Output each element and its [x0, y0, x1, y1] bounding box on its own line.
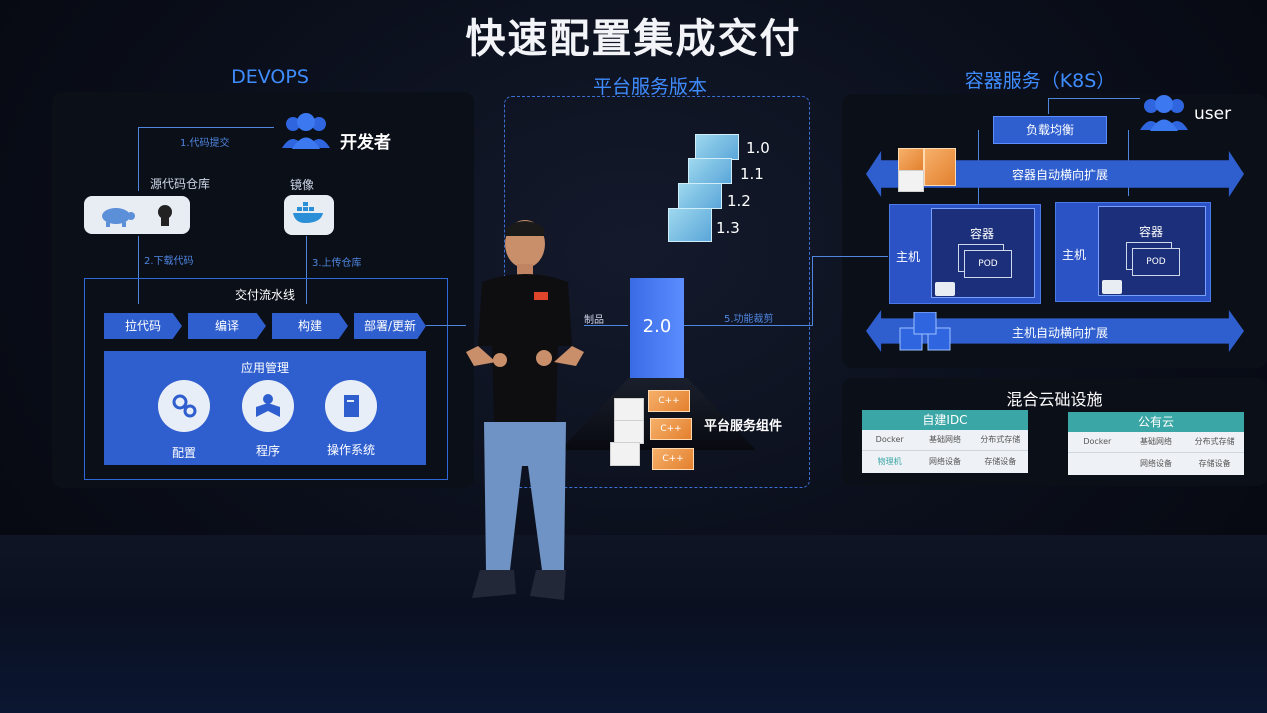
package-box	[924, 148, 956, 186]
step3-label: 3.上传仓库	[312, 258, 362, 269]
container-label: 容器	[969, 227, 994, 241]
document-icon	[325, 380, 377, 432]
connector-line	[426, 325, 466, 326]
main-version-block	[630, 278, 684, 378]
load-balancer-box: 负载均衡	[993, 116, 1107, 144]
connector-line	[138, 236, 139, 304]
pipeline-title: 交付流水线	[234, 288, 295, 302]
table-cell: 分布式存储	[1194, 437, 1235, 446]
table-cell: 存储设备	[984, 457, 1017, 466]
main-version-label: 2.0	[642, 316, 672, 337]
step5-label: 5.功能裁剪	[724, 314, 774, 325]
stage-floor	[0, 535, 1267, 713]
docker-icon	[935, 282, 955, 296]
developer-label: 开发者	[340, 133, 391, 153]
container-label: 容器	[1138, 225, 1163, 239]
table-cell: 网络设备	[1140, 459, 1172, 468]
connector-line	[812, 256, 888, 257]
reader-icon	[242, 380, 294, 432]
connector-line	[138, 127, 139, 191]
app-config-label: 配置	[171, 446, 196, 460]
table-cell: 存储设备	[1198, 459, 1231, 468]
table-cell: 基础网络	[1140, 437, 1172, 446]
stage-deploy: 部署/更新	[354, 313, 426, 339]
host-label: 主机	[896, 250, 921, 264]
version-cube	[688, 158, 732, 184]
step2-label: 2.下载代码	[144, 256, 194, 267]
presenter-figure	[460, 216, 590, 606]
user-icon	[1136, 94, 1192, 136]
java-box	[610, 442, 640, 466]
app-management-title: 应用管理	[240, 361, 289, 375]
version-label: 1.0	[746, 139, 770, 157]
container-scale-label: 容器自动横向扩展	[1011, 168, 1108, 182]
table-cell: Docker	[875, 435, 904, 444]
table-row: Docker 基础网络 分布式存储	[862, 430, 1028, 450]
connector-line	[1048, 98, 1049, 114]
gears-icon	[158, 380, 210, 432]
table-cell: 网络设备	[928, 457, 961, 466]
table-cell	[1068, 453, 1127, 475]
step1-label: 1.代码提交	[180, 138, 230, 149]
public-cloud-table: 公有云 Docker 基础网络 分布式存储 网络设备 存储设备	[1068, 412, 1244, 475]
components-label: 平台服务组件	[704, 419, 783, 434]
devops-title: DEVOPS	[231, 66, 309, 88]
version-label: 1.2	[727, 192, 751, 210]
platform-title: 平台服务版本	[592, 76, 707, 98]
version-label: 1.1	[740, 165, 764, 183]
stage-pull-code: 拉代码	[104, 313, 182, 339]
java-box	[614, 420, 644, 444]
table-cell: 基础网络	[928, 435, 961, 444]
repo-label: 源代码仓库	[150, 177, 211, 191]
developer-icon	[278, 112, 334, 154]
server-cubes-icon	[898, 311, 956, 352]
host-scale-label: 主机自动横向扩展	[1011, 326, 1108, 340]
page-title: 快速配置集成交付	[465, 16, 802, 62]
pod-label: POD	[1132, 248, 1180, 276]
app-os-label: 操作系统	[326, 443, 375, 457]
version-cube	[668, 208, 712, 242]
cpp-box: C++	[650, 418, 692, 440]
k8s-title: 容器服务（K8S）	[964, 70, 1116, 92]
cpp-box: C++	[652, 448, 694, 470]
version-cube	[678, 183, 722, 209]
pipeline-box	[84, 278, 448, 480]
hybrid-title: 混合云础设施	[1006, 390, 1103, 409]
table-cell: Docker	[1083, 437, 1112, 446]
package-box	[898, 148, 924, 172]
connector-line	[812, 256, 813, 326]
pod-label: POD	[964, 250, 1012, 278]
connector-line	[306, 236, 307, 304]
app-program-label: 程序	[255, 444, 280, 458]
public-cloud-name: 公有云	[1068, 412, 1244, 432]
java-box	[614, 398, 644, 422]
user-label: user	[1194, 104, 1232, 124]
mirror-label: 镜像	[290, 178, 315, 192]
docker-icon	[1102, 280, 1122, 294]
github-icon	[158, 205, 172, 226]
host-label: 主机	[1062, 248, 1087, 262]
connector-line	[1048, 98, 1140, 99]
stage-build: 构建	[272, 313, 348, 339]
docker-card	[284, 195, 334, 235]
version-cube	[695, 134, 739, 160]
docker-icon	[293, 202, 323, 223]
turtle-icon	[102, 208, 135, 227]
stage-compile: 编译	[188, 313, 266, 339]
table-cell: 分布式存储	[980, 435, 1021, 444]
version-label: 1.3	[716, 219, 740, 237]
connector-line	[684, 325, 812, 326]
idc-table: 自建IDC Docker 基础网络 分布式存储 物理机 网络设备 存储设备	[862, 410, 1028, 473]
step4-label: 制品	[584, 315, 604, 326]
connector-line	[138, 127, 274, 128]
connector-line	[584, 325, 628, 326]
table-row: Docker 基础网络 分布式存储	[1068, 432, 1244, 452]
table-cell: 物理机	[877, 457, 902, 466]
idc-name: 自建IDC	[862, 410, 1028, 430]
cpp-box: C++	[648, 390, 690, 412]
repo-card	[84, 196, 190, 234]
table-row: 物理机 网络设备 存储设备	[862, 450, 1028, 473]
table-row: 网络设备 存储设备	[1068, 452, 1244, 475]
java-box	[898, 170, 924, 192]
